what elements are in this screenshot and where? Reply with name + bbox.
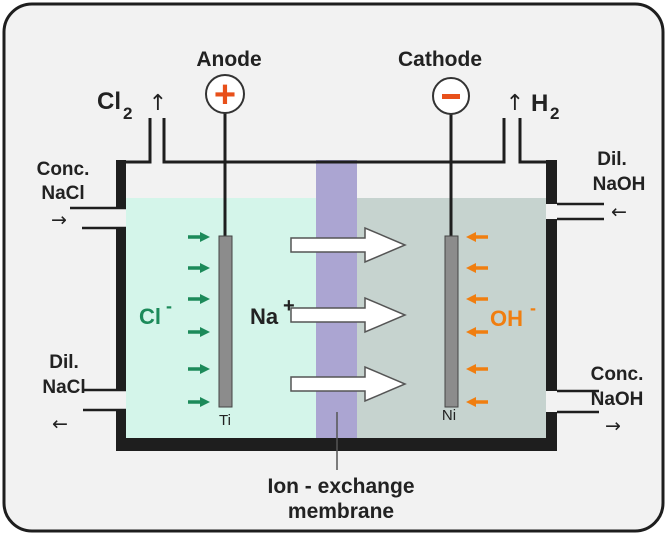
- svg-text:NaCl: NaCl: [41, 183, 84, 204]
- svg-text:Cl: Cl: [139, 304, 161, 329]
- membrane-label: Ion - exchange membrane: [267, 475, 414, 523]
- svg-text:-: -: [530, 298, 536, 318]
- cl-arrow: [188, 364, 210, 374]
- oh-arrow: [466, 364, 488, 374]
- dil-naoh-inlet-label: Dil. NaOH: [593, 149, 646, 195]
- svg-text:Dil.: Dil.: [597, 149, 627, 170]
- cl-arrow: [188, 294, 210, 304]
- oh-arrow: [466, 397, 488, 407]
- oh-arrow: [466, 263, 488, 273]
- oh-arrow: [466, 294, 488, 304]
- h2-gas-label: H 2: [531, 90, 559, 123]
- svg-text:NaCl: NaCl: [42, 377, 85, 398]
- conc-naoh-outlet-label: Conc. NaOH: [591, 364, 644, 410]
- cl-arrow: [188, 263, 210, 273]
- cl2-up-arrow: ↑: [149, 91, 167, 116]
- na-flow-arrows: [290, 226, 407, 403]
- conc-naoh-out-arrow: →: [605, 415, 621, 437]
- ni-label: Ni: [442, 407, 456, 424]
- tank-lid: [126, 118, 546, 164]
- svg-text:Dil.: Dil.: [49, 352, 79, 373]
- conc-nacl-inlet-label: Conc. NaCl: [37, 159, 90, 204]
- oh-ion-label: OH -: [490, 298, 536, 331]
- svg-text:2: 2: [550, 104, 559, 123]
- cl-ion-label: Cl -: [139, 296, 172, 329]
- cl-arrow: [188, 397, 210, 407]
- oh-arrow: [466, 232, 488, 242]
- cathode-sign: [442, 94, 460, 99]
- cl2-gas-label: Cl 2: [97, 88, 132, 123]
- svg-text:-: -: [166, 296, 172, 316]
- oh-arrow: [466, 327, 488, 337]
- svg-text:Conc.: Conc.: [37, 159, 90, 180]
- na-arrow: [290, 365, 407, 403]
- ion-exchange-membrane: [316, 160, 357, 438]
- svg-text:Conc.: Conc.: [591, 364, 644, 385]
- pipes: [70, 202, 604, 414]
- svg-text:NaOH: NaOH: [593, 174, 646, 195]
- anode-sign: +: [214, 74, 236, 116]
- anode-label: Anode: [196, 48, 261, 71]
- anode-electrode: [218, 235, 233, 408]
- conc-nacl-in-arrow: →: [51, 209, 67, 231]
- svg-text:2: 2: [123, 104, 132, 123]
- oh-ion-arrows: [466, 232, 488, 407]
- svg-text:NaOH: NaOH: [591, 389, 644, 410]
- cl-arrow: [188, 232, 210, 242]
- svg-text:Cl: Cl: [97, 88, 121, 115]
- svg-text:Ion - exchange: Ion - exchange: [267, 475, 414, 498]
- h2-up-arrow: ↑: [506, 91, 524, 116]
- svg-text:membrane: membrane: [288, 500, 394, 523]
- cl-ion-arrows: [188, 232, 210, 407]
- na-ion-label: Na +: [250, 295, 295, 329]
- anode-terminal: +: [205, 74, 245, 116]
- cl-arrow: [188, 327, 210, 337]
- ti-label: Ti: [219, 412, 231, 429]
- cathode-electrode: [444, 235, 459, 408]
- na-arrow: [290, 296, 407, 334]
- svg-text:+: +: [283, 295, 295, 317]
- dil-naoh-in-arrow: ←: [611, 201, 627, 223]
- cathode-terminal: [432, 77, 470, 115]
- dil-nacl-out-arrow: ←: [52, 413, 68, 435]
- svg-text:H: H: [531, 90, 548, 117]
- svg-text:Na: Na: [250, 304, 279, 329]
- cathode-label: Cathode: [398, 48, 482, 71]
- svg-text:OH: OH: [490, 306, 523, 331]
- na-arrow: [290, 226, 407, 264]
- dil-nacl-outlet-label: Dil. NaCl: [42, 352, 85, 398]
